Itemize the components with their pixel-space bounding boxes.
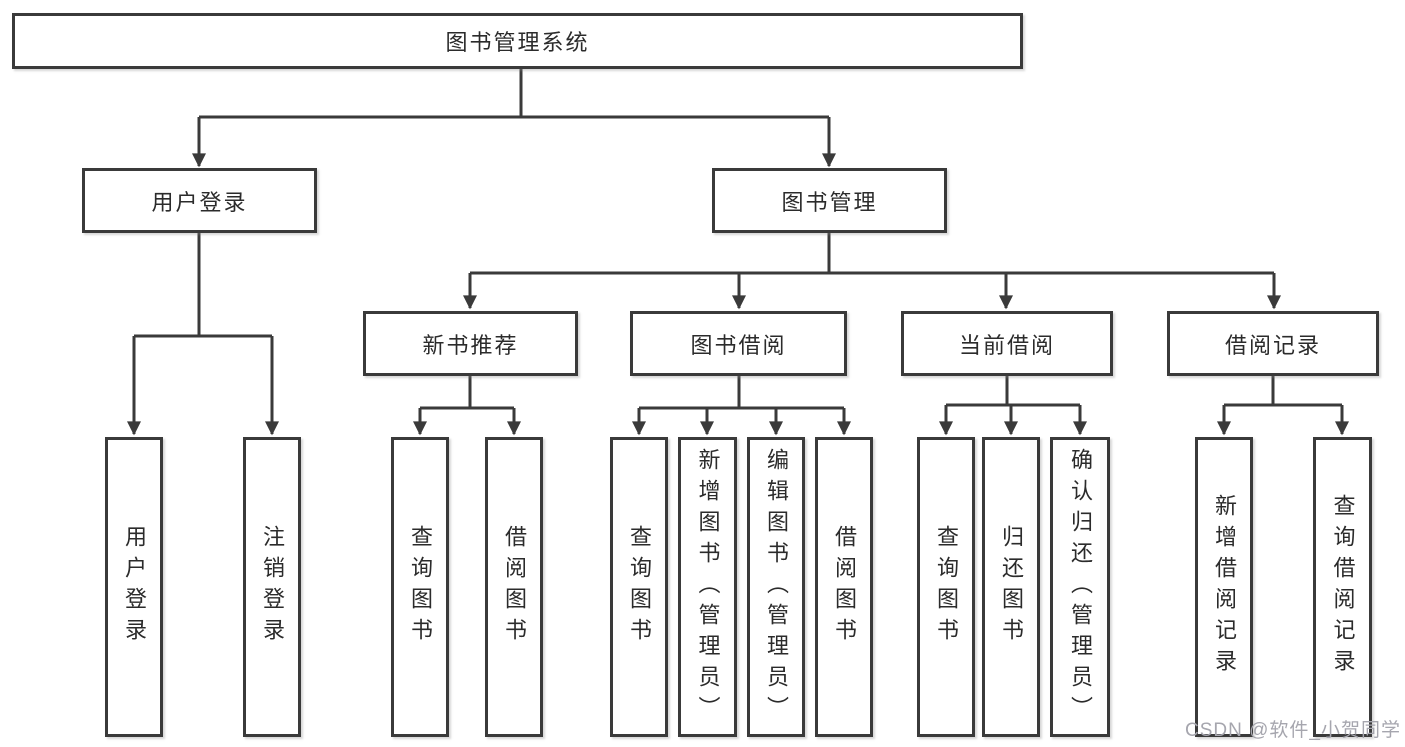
leaf-query-books-current: 查询图书: [917, 437, 975, 737]
book-mgmt-branch-line: [470, 233, 1274, 275]
leaf-add-books-admin: 新增图书（管理员）: [678, 437, 737, 737]
leaf-query-borrow-record-label: 查询借阅记录: [1330, 494, 1356, 680]
node-current-borrowing: 当前借阅: [901, 311, 1113, 376]
leaf-return-books-label: 归还图书: [999, 525, 1024, 649]
leaf-query-books-borrowing-label: 查询图书: [627, 525, 652, 649]
leaf-query-books-recommend-label: 查询图书: [408, 525, 433, 649]
leaf-logout: 注销登录: [243, 437, 301, 737]
leaf-borrow-books-borrowing-label: 借阅图书: [832, 525, 857, 649]
leaf-edit-books-admin-label: 编辑图书（管理员）: [764, 447, 789, 727]
leaf-borrow-books-borrowing: 借阅图书: [815, 437, 873, 737]
user-login-branch-line: [134, 233, 272, 338]
node-book-borrowing: 图书借阅: [630, 311, 847, 376]
node-book-management: 图书管理: [712, 168, 947, 233]
leaf-add-borrow-record: 新增借阅记录: [1195, 437, 1253, 737]
node-borrowing-records: 借阅记录: [1167, 311, 1379, 376]
leaf-logout-label: 注销登录: [260, 525, 285, 649]
borrow-records-branch-line: [1224, 376, 1342, 407]
current-borrow-branch-line: [946, 376, 1080, 407]
leaf-borrow-books-recommend-label: 借阅图书: [502, 525, 527, 649]
leaf-query-books-borrowing: 查询图书: [610, 437, 668, 737]
node-root: 图书管理系统: [12, 13, 1023, 69]
node-user-login: 用户登录: [82, 168, 317, 233]
book-borrow-branch-line: [639, 376, 844, 410]
node-new-book-recommend: 新书推荐: [363, 311, 578, 376]
leaf-query-books-recommend: 查询图书: [391, 437, 449, 737]
new-book-branch-line: [420, 376, 514, 410]
csdn-watermark: CSDN @软件_小贺同学: [1185, 720, 1401, 741]
leaf-confirm-return-admin: 确认归还（管理员）: [1050, 437, 1110, 737]
leaf-add-borrow-record-label: 新增借阅记录: [1212, 494, 1237, 680]
root-trunk-line: [199, 69, 829, 119]
leaf-edit-books-admin: 编辑图书（管理员）: [747, 437, 805, 737]
leaf-user-login: 用户登录: [105, 437, 163, 737]
leaf-query-books-current-label: 查询图书: [934, 525, 959, 649]
leaf-add-books-admin-label: 新增图书（管理员）: [695, 447, 721, 727]
leaf-query-borrow-record: 查询借阅记录: [1313, 437, 1372, 737]
leaf-confirm-return-admin-label: 确认归还（管理员）: [1068, 447, 1093, 727]
leaf-user-login-label: 用户登录: [122, 525, 147, 649]
leaf-return-books: 归还图书: [982, 437, 1040, 737]
leaf-borrow-books-recommend: 借阅图书: [485, 437, 543, 737]
